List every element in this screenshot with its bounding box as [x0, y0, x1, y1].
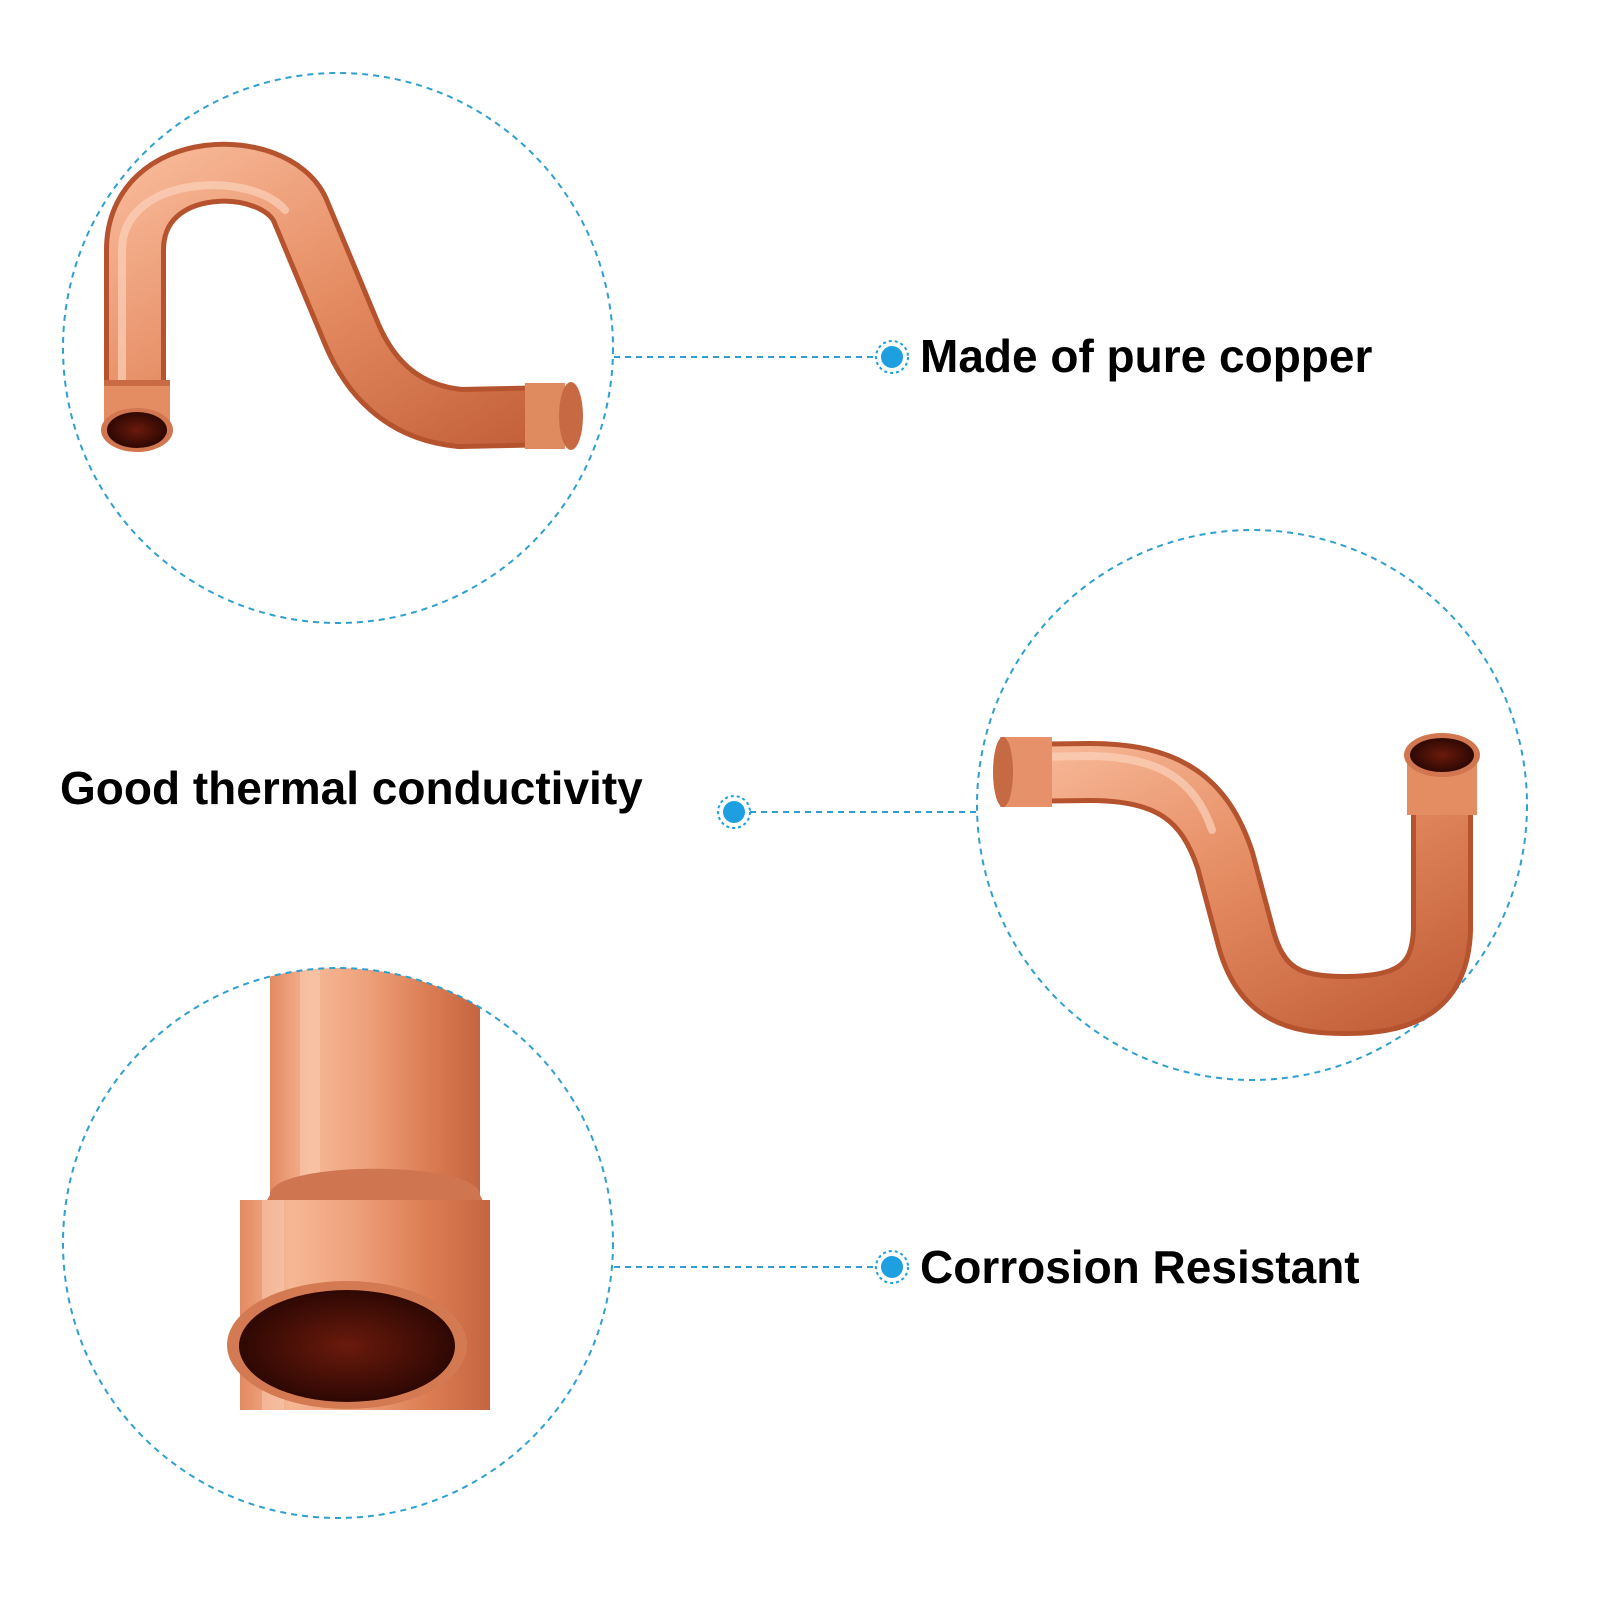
feature-1-dot-marker-icon [875, 340, 909, 374]
feature-1-callout: Made of pure copper [62, 72, 1372, 624]
pipe-end-closeup-image [227, 968, 490, 1410]
feature-3-frame [62, 967, 614, 1519]
feature-2-frame [976, 529, 1528, 1081]
feature-2-callout: Good thermal conductivity [60, 529, 1528, 1081]
feature-2-label: Good thermal conductivity [60, 762, 643, 814]
p-trap-pipe-image-1 [101, 141, 583, 452]
feature-1-label: Made of pure copper [920, 330, 1372, 382]
feature-3-dot-marker-icon [875, 1250, 909, 1284]
feature-1-frame [62, 72, 614, 624]
p-trap-pipe-image-2 [993, 733, 1480, 1036]
feature-2-dot-marker-icon [717, 795, 751, 829]
feature-3-callout: Corrosion Resistant [62, 967, 1360, 1519]
feature-3-label: Corrosion Resistant [920, 1241, 1360, 1293]
